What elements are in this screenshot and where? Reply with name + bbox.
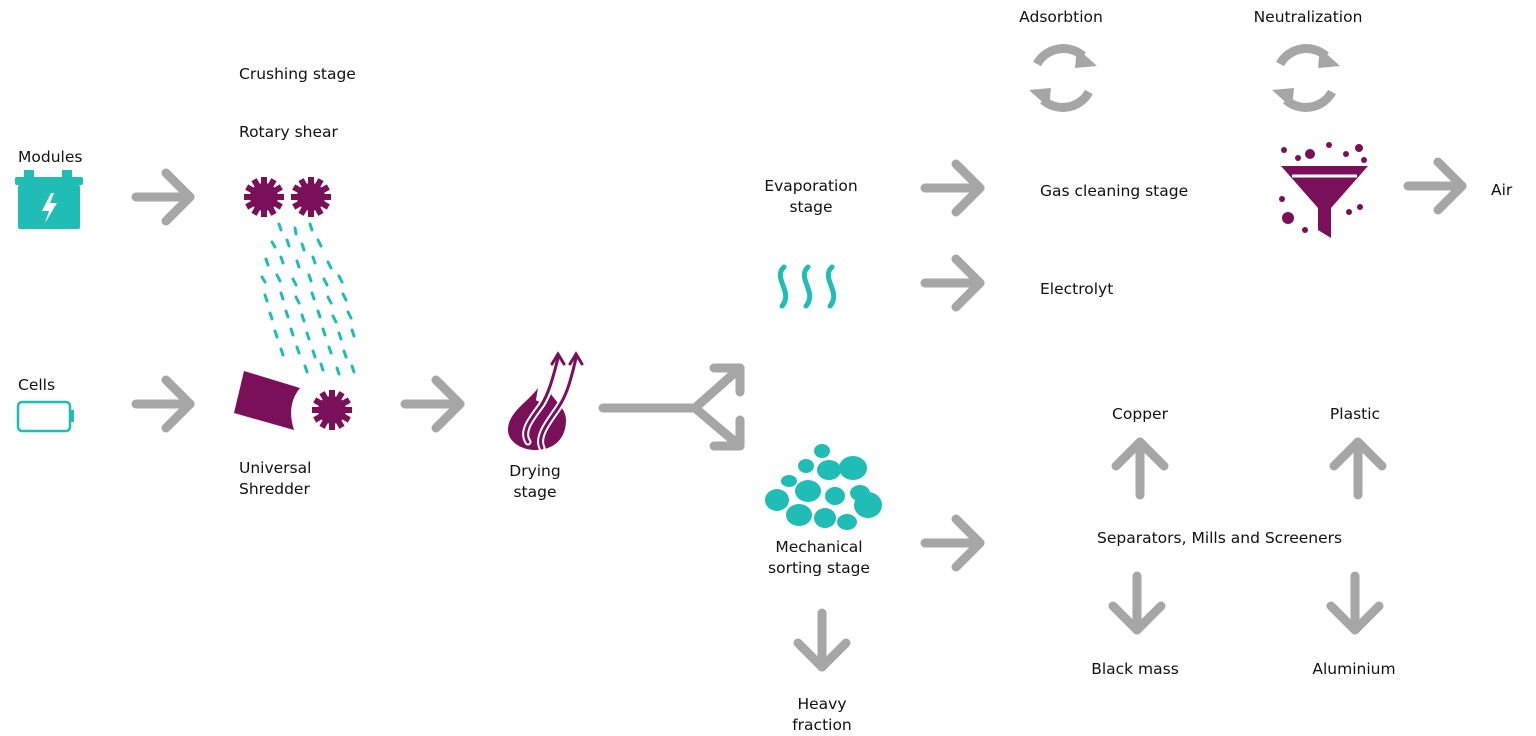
shred-particles-icon [260,222,356,376]
battery-cell-icon [16,400,74,433]
arrow-filter-to-air [1403,157,1467,215]
stone-pile-icon [765,444,882,530]
heavy-fraction-label: Heavy fraction [792,695,852,734]
modules-label: Modules [18,148,83,166]
funnel-filter-icon [1279,142,1368,238]
adsorption-label: Adsorbtion [1019,8,1103,26]
arrow-to-black-mass [1108,571,1166,635]
universal-shredder-label: Universal Shredder [239,459,312,498]
heat-waves-icon [777,264,837,309]
drying-stage-label: Drying stage [509,462,561,501]
arrow-to-aluminium [1326,571,1384,635]
neutralization-cycle-icon [1272,48,1340,108]
flame-steam-icon [508,351,584,452]
gas-cleaning-label: Gas cleaning stage [1040,182,1189,200]
rotary-shear-label: Rotary shear [239,123,338,141]
arrow-evaporation-to-gas [920,159,985,217]
electrolyte-label: Electrolyt [1040,280,1114,298]
crushing-stage-label: Crushing stage [239,65,356,83]
arrow-to-plastic [1329,437,1387,500]
adsorption-cycle-icon [1029,48,1097,108]
separators-label: Separators, Mills and Screeners [1097,529,1343,547]
car-battery-icon [15,170,83,229]
arrow-to-heavy-fraction [793,608,851,672]
shredder-drum-icon [234,371,352,430]
aluminium-label: Aluminium [1312,660,1396,678]
air-label: Air [1491,181,1513,199]
arrow-sorting-to-separators [920,514,985,572]
mechanical-sorting-label: Mechanical sorting stage [768,538,870,577]
arrow-split-drying [598,363,745,451]
neutralization-label: Neutralization [1253,8,1363,26]
arrow-evaporation-to-electrolyte [920,254,985,312]
evaporation-stage-label: Evaporation stage [764,177,858,216]
twin-gears-icon [244,177,331,217]
cells-label: Cells [18,376,56,394]
plastic-label: Plastic [1329,405,1381,423]
arrow-modules-to-shear [131,168,195,226]
arrow-shredder-to-drying [400,375,465,433]
arrow-cells-to-shredder [131,375,195,433]
copper-label: Copper [1112,405,1168,423]
arrow-to-copper [1111,437,1169,500]
black-mass-label: Black mass [1091,660,1179,678]
